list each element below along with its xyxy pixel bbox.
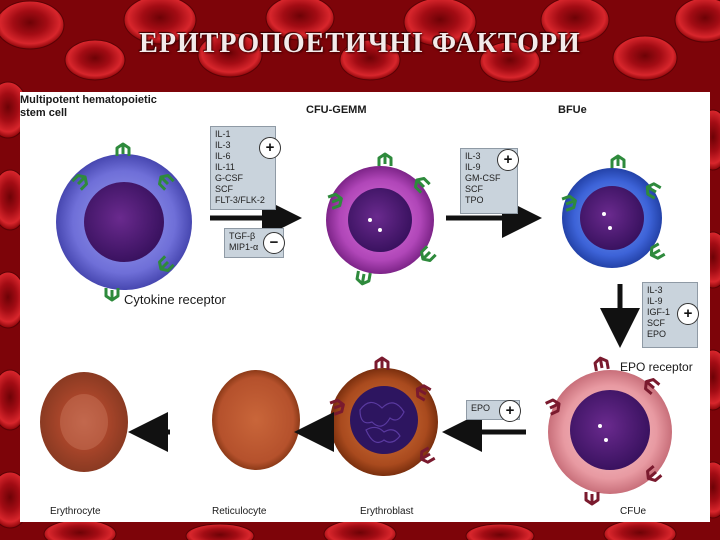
gemm-to-bfue-factors: IL-3 IL-9 GM-CSF SCF TPO + [460,148,518,214]
cfue-to-erythroblast-factors: EPO + [466,400,520,420]
cytokine-receptor-label: Cytokine receptor [124,292,226,307]
reticulocyte-cell [212,370,300,470]
erythroblast-label: Erythroblast [360,506,413,517]
plus-sign-icon: + [497,149,519,171]
stem-to-gemm-factors-negative: TGF-β MIP1-α − [224,228,284,258]
stem-cell [56,144,192,300]
cfue-label: CFUe [620,506,646,517]
stem-to-gemm-factors-positive: IL-1 IL-3 IL-6 IL-11 G-CSF SCF FLT-3/FLK… [210,126,276,210]
minus-sign-icon: − [263,232,285,254]
erythrocyte-label: Erythrocyte [50,506,101,517]
bfue-label: BFUe [558,104,587,116]
diagram-drawing [20,92,710,522]
cfu-gemm-cell [326,154,436,285]
slide-title: ЕРИТРОПОЕТИЧНІ ФАКТОРИ [0,28,720,60]
stem-cell-label: Multipotent hematopoietic stem cell [20,94,157,120]
erythroblast-cell [330,358,438,476]
plus-sign-icon: + [259,137,281,159]
epo-receptor-label: EPO receptor [620,360,693,374]
erythrocyte-cell [40,372,128,472]
reticulocyte-label: Reticulocyte [212,506,266,517]
plus-sign-icon: + [677,303,699,325]
bfue-to-cfue-factors: IL-3 IL-9 IGF-1 SCF EPO + [642,282,698,348]
bfue-cell [562,156,665,268]
erythropoiesis-diagram: Multipotent hematopoietic stem cell CFU-… [20,92,710,522]
cfue-cell [546,357,672,504]
plus-sign-icon: + [499,400,521,422]
cfu-gemm-label: CFU-GEMM [306,104,367,116]
